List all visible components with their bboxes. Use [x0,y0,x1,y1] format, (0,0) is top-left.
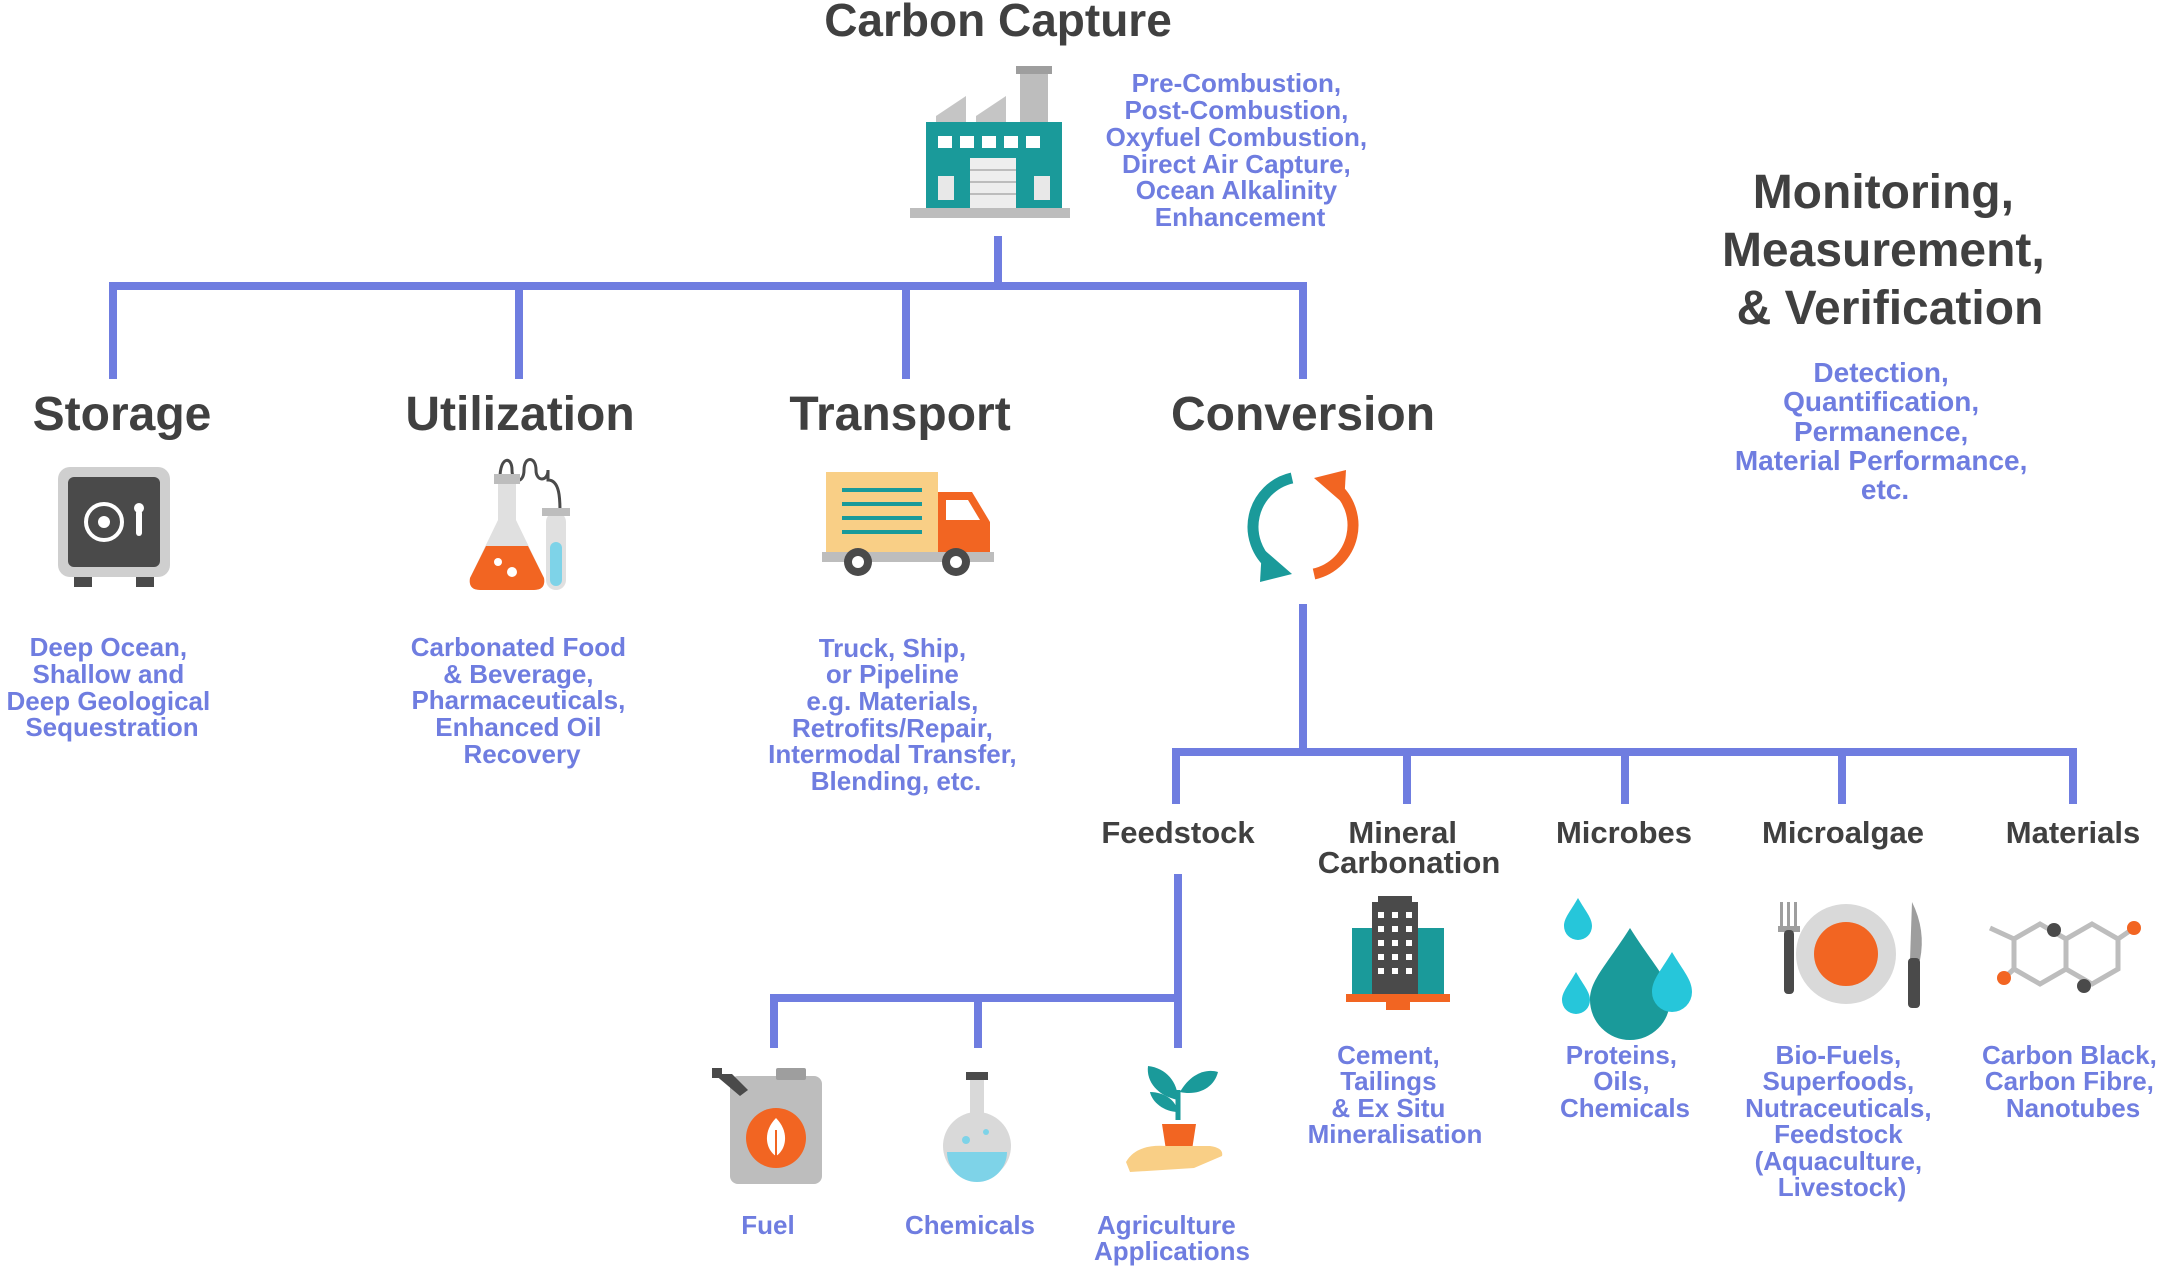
microalgae-desc-line: Bio-Fuels, [1776,1040,1902,1070]
mmv-title: Monitoring, Measurement, & Verification [1722,166,2058,335]
mmv-desc-line: Quantification, [1783,386,1979,417]
utilization-desc-line: Carbonated Food [411,632,626,662]
sub-desc-materials: Carbon Black, Carbon Fibre, Nanotubes [1982,1040,2164,1123]
leaf-title-agriculture: Agriculture Applications [1094,1210,1250,1266]
mineral-desc-line: Mineralisation [1308,1119,1483,1149]
storage-desc-line: Deep Ocean, [30,632,188,662]
root-desc-line: Ocean Alkalinity [1136,175,1338,205]
sub-desc-microbes: Proteins, Oils, Chemicals [1560,1040,1690,1123]
mmv-desc-line: etc. [1861,474,1909,505]
root-desc-line: Direct Air Capture, [1122,149,1351,179]
cycle-arrows-icon [1247,470,1359,582]
mmv-desc-line: Material Performance, [1735,445,2028,476]
transport-desc-line: Retrofits/Repair, [792,713,993,743]
root-desc-line: Post-Combustion, [1124,95,1348,125]
microbes-desc-line: Oils, [1593,1066,1649,1096]
mineral-desc-line: & Ex Situ [1331,1093,1445,1123]
storage-desc-line: Shallow and [33,659,185,689]
mineral-title-line: Mineral [1348,815,1457,850]
transport-desc-line: Intermodal Transfer, [768,739,1017,769]
root-title: Carbon Capture [824,0,1172,46]
buildings-icon [1346,896,1450,1010]
leaf-title-chemicals: Chemicals [905,1210,1035,1240]
agriculture-title-line: Applications [1094,1236,1250,1266]
microalgae-desc-line: Nutraceuticals, [1745,1093,1931,1123]
materials-desc-line: Carbon Fibre, [1985,1066,2154,1096]
mineral-title-line: Carbonation [1318,845,1501,880]
mineral-desc-line: Tailings [1340,1066,1436,1096]
plate-cutlery-icon [1778,902,1922,1008]
microbes-desc-line: Proteins, [1566,1040,1677,1070]
flask-icon [469,458,570,590]
utilization-desc-line: Recovery [463,739,581,769]
root-desc-line: Pre-Combustion, [1132,68,1341,98]
sub-title-microbes: Microbes [1556,815,1692,850]
sub-desc-mineral-carbonation: Cement, Tailings & Ex Situ Mineralisatio… [1308,1040,1483,1149]
storage-desc-line: Sequestration [25,712,198,742]
microalgae-desc-line: (Aquaculture, [1755,1146,1923,1176]
materials-desc-line: Carbon Black, [1982,1040,2157,1070]
connector-lines [109,236,2077,1048]
water-drops-icon [1562,898,1692,1040]
category-title-storage: Storage [33,388,212,441]
sub-title-mineral-carbonation: Mineral Carbonation [1318,815,1501,880]
safe-icon [58,467,170,587]
category-title-transport: Transport [789,388,1010,441]
transport-desc-line: Truck, Ship, [819,633,966,663]
agriculture-title-line: Agriculture [1097,1210,1236,1240]
category-desc-transport: Truck, Ship, or Pipeline e.g. Materials,… [768,633,1024,796]
sub-title-materials: Materials [2006,815,2140,850]
root-description: Pre-Combustion, Post-Combustion, Oxyfuel… [1106,68,1375,232]
mmv-title-line: Measurement, [1722,224,2045,277]
utilization-desc-line: Pharmaceuticals, [411,685,625,715]
factory-icon [910,66,1070,218]
sub-title-feedstock: Feedstock [1101,815,1255,850]
microbes-desc-line: Chemicals [1560,1093,1690,1123]
sub-title-microalgae: Microalgae [1762,815,1924,850]
round-flask-icon [943,1072,1011,1182]
root-desc-line: Enhancement [1155,202,1326,232]
root-desc-line: Oxyfuel Combustion, [1106,122,1367,152]
plant-hand-icon [1126,1066,1223,1172]
category-title-utilization: Utilization [405,388,634,441]
microalgae-desc-line: Feedstock [1774,1119,1903,1149]
mmv-desc-line: Detection, [1813,357,1948,388]
mmv-desc-line: Permanence, [1794,416,1968,447]
transport-desc-line: Blending, etc. [811,766,981,796]
mmv-title-line: Monitoring, [1753,166,2014,219]
transport-desc-line: or Pipeline [826,659,959,689]
utilization-desc-line: Enhanced Oil [435,712,601,742]
molecule-icon [1988,921,2141,993]
mmv-description: Detection, Quantification, Permanence, M… [1735,357,2035,505]
storage-desc-line: Deep Geological [7,686,211,716]
category-desc-utilization: Carbonated Food & Beverage, Pharmaceutic… [411,632,633,769]
microalgae-desc-line: Superfoods, [1763,1066,1915,1096]
leaf-title-fuel: Fuel [741,1210,794,1240]
mineral-desc-line: Cement, [1337,1040,1440,1070]
materials-desc-line: Nanotubes [2006,1093,2140,1123]
transport-desc-line: e.g. Materials, [806,686,978,716]
category-title-conversion: Conversion [1171,388,1435,441]
truck-icon [822,472,994,576]
fuel-can-icon [712,1068,822,1184]
utilization-desc-line: & Beverage, [443,659,593,689]
category-desc-storage: Deep Ocean, Shallow and Deep Geological … [7,632,218,742]
microalgae-desc-line: Livestock) [1778,1172,1907,1202]
mmv-title-line: & Verification [1737,282,2044,335]
sub-desc-microalgae: Bio-Fuels, Superfoods, Nutraceuticals, F… [1745,1040,1939,1202]
